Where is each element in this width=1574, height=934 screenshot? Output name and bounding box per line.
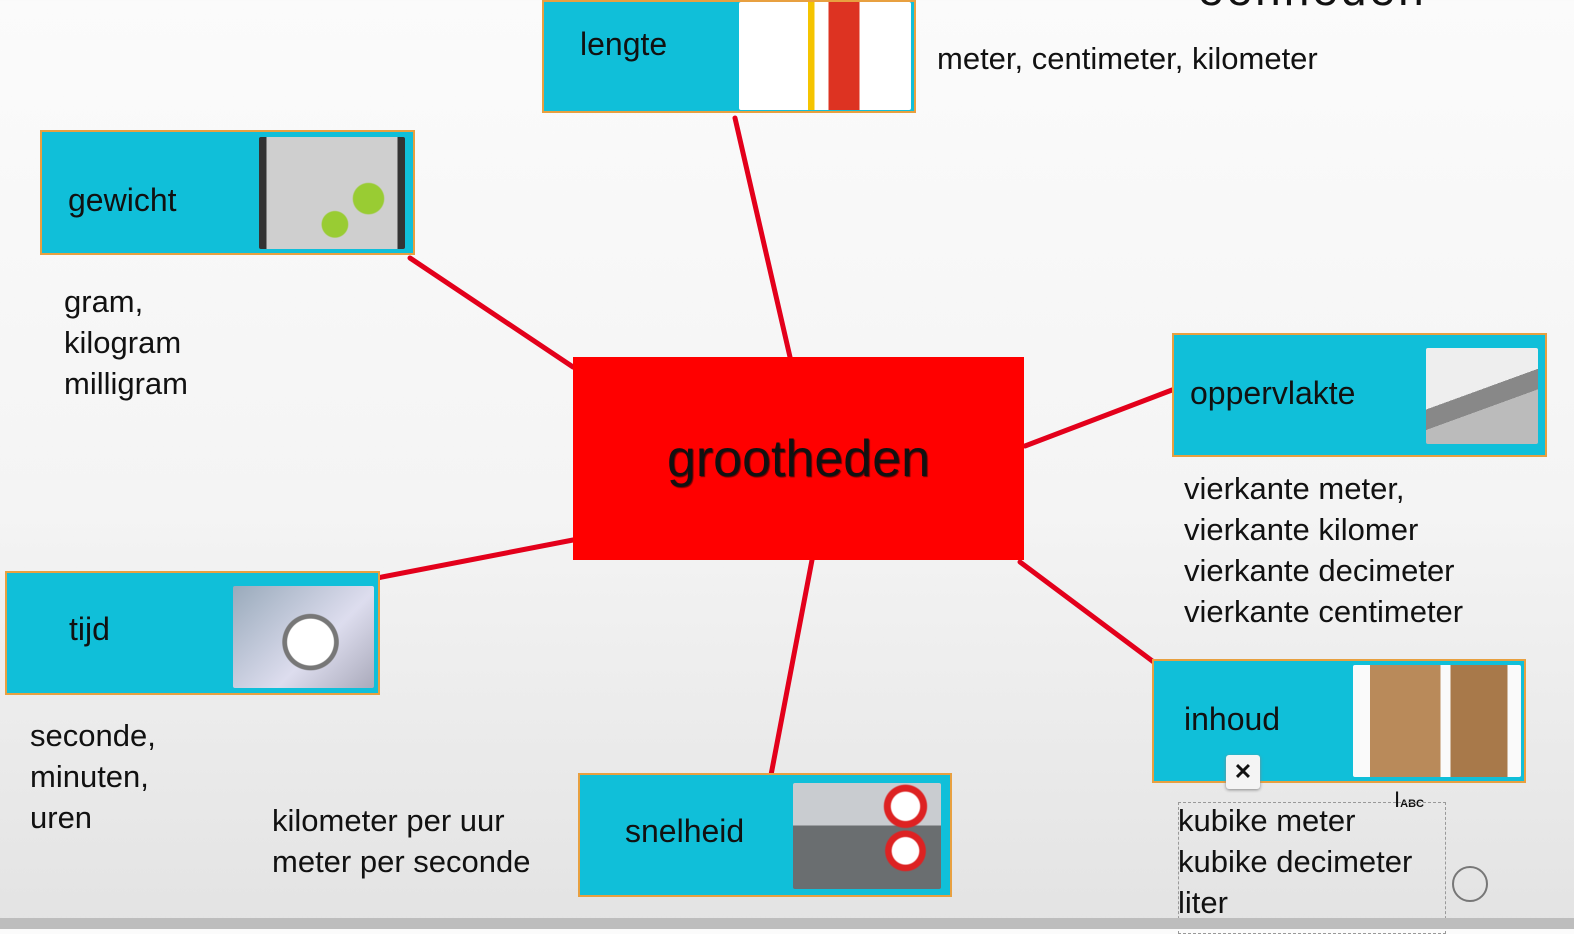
node-label: snelheid (625, 813, 745, 849)
node-gewicht[interactable]: gewicht (40, 130, 415, 255)
connector-snelheid (768, 557, 815, 778)
node-tijd[interactable]: tijd (5, 571, 380, 695)
node-inhoud[interactable]: inhoud ✕ (1152, 659, 1526, 789)
node-lengte[interactable]: lengte (542, 0, 916, 113)
units-snelheid: kilometer per uur meter per seconde (272, 803, 531, 879)
scale-with-apples-image (259, 137, 405, 249)
cursor-label: ABC (1400, 798, 1424, 810)
units-oppervlakte: vierkante meter, vierkante kilomer vierk… (1184, 471, 1464, 629)
text-cursor-icon: IABC (1394, 787, 1424, 812)
node-label: gewicht (68, 182, 177, 218)
connector-gewicht (407, 255, 576, 370)
heading-eenheden: eenheden (1198, 0, 1427, 16)
rotate-handle-icon[interactable] (1452, 866, 1488, 902)
connector-tijd (374, 537, 576, 581)
units-gewicht: gram, kilogram milligram (64, 284, 188, 401)
bottom-bar (0, 918, 1574, 929)
move-icon[interactable]: ✕ (1226, 755, 1260, 789)
floor-tiling-image (1426, 348, 1538, 444)
center-node[interactable]: grootheden (573, 357, 1024, 560)
node-label: oppervlakte (1190, 375, 1356, 411)
node-snelheid[interactable]: snelheid (578, 773, 952, 897)
node-label: inhoud (1184, 701, 1281, 737)
center-label: grootheden (666, 429, 931, 488)
connector-oppervlakte (1022, 387, 1175, 449)
person-height-measure-image (739, 2, 911, 110)
node-label: lengte (580, 26, 668, 62)
stopwatch-image (233, 586, 374, 688)
node-oppervlakte[interactable]: oppervlakte (1172, 333, 1547, 457)
node-label: tijd (69, 611, 110, 647)
connector-lengte (732, 115, 793, 360)
highway-speed-signs-image (793, 783, 941, 889)
connector-inhoud (1017, 559, 1158, 666)
cardboard-boxes-image (1353, 665, 1521, 777)
units-inhoud: kubike meter kubike decimeter liter (1178, 803, 1413, 920)
units-lengte: meter, centimeter, kilometer (937, 41, 1318, 76)
units-tijd: seconde, minuten, uren (30, 718, 156, 835)
